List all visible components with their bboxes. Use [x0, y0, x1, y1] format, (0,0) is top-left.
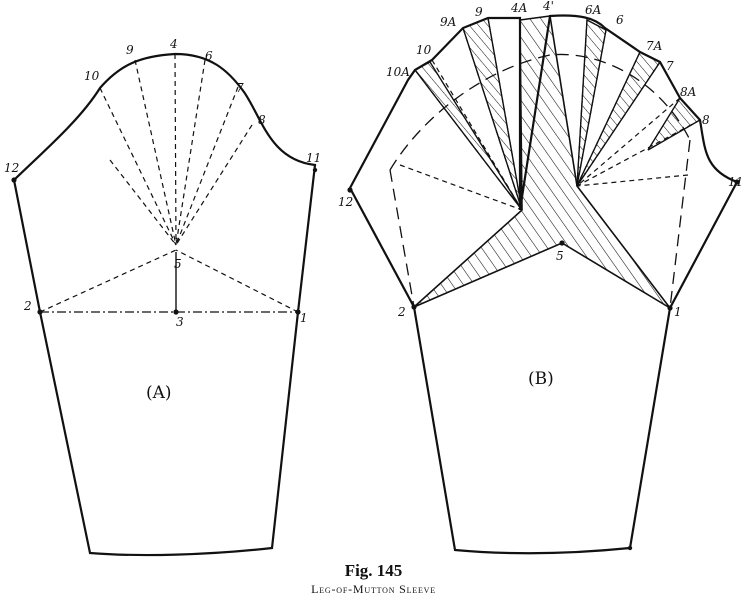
pattern-b-label-8: 8	[702, 113, 710, 127]
pattern-b-label-6a: 6A	[585, 3, 602, 17]
pattern-a-label-6: 6	[205, 49, 213, 63]
pattern-a-label-2: 2	[23, 299, 32, 313]
pattern-a-ray-8	[175, 124, 253, 246]
pattern-b-ray-r7	[576, 174, 689, 187]
pattern-a-label-11: 11	[306, 151, 321, 165]
pattern-b-label-4a: 4A	[510, 1, 528, 15]
pattern-b-dash-left	[389, 169, 415, 308]
pattern-b-dash-right	[669, 139, 691, 309]
pattern-b-caption: (B)	[528, 369, 554, 389]
pattern-b-label-10a: 10A	[386, 65, 410, 79]
pattern-b-ray-l2	[431, 59, 523, 211]
pattern-b-ray-l1	[414, 69, 523, 211]
pattern-a-label-8: 8	[258, 113, 266, 127]
pattern-b-ray-r4	[576, 61, 661, 187]
pattern-a-outline	[12, 52, 317, 557]
pattern-a-label-7: 7	[236, 81, 244, 95]
pattern-b-ray-l5	[399, 164, 523, 211]
sleeve-pattern-diagram: 12 10 9 4 6 7 8 11 5 2 3 1 (A)	[4, 0, 743, 557]
pattern-a-ray-10	[99, 87, 177, 246]
pattern-a-label-12: 12	[4, 161, 19, 175]
figure-title: Leg-of-Mutton Sleeve	[311, 582, 436, 596]
pattern-a-ray-7	[175, 86, 239, 246]
pattern-b-label-5: 5	[556, 249, 564, 263]
pattern-a-label-5: 5	[174, 257, 182, 271]
pattern-a-line-1-5	[175, 249, 299, 313]
pattern-b-ray-r3	[576, 51, 641, 187]
pattern-b-ray-l3	[462, 27, 523, 211]
pattern-b: 9A 9 4A 4' 6A 6 7A 7 8A 8 10 10A 12 11 5…	[338, 0, 743, 555]
pattern-a: 12 10 9 4 6 7 8 11 5 2 3 1 (A)	[4, 37, 321, 557]
pattern-b-outline	[348, 14, 739, 555]
pattern-b-label-4p: 4'	[542, 0, 554, 13]
pattern-b-label-8a: 8A	[680, 85, 697, 99]
pattern-a-label-10: 10	[84, 69, 100, 83]
pattern-b-ray-l4	[487, 17, 523, 211]
pattern-a-ray-6	[175, 59, 206, 246]
pattern-b-wedge-8a	[647, 96, 702, 151]
pattern-a-caption: (A)	[146, 383, 172, 403]
pattern-a-ray-4	[174, 53, 177, 246]
pattern-b-label-7: 7	[666, 59, 674, 73]
pattern-b-ray-r1	[576, 19, 588, 187]
pattern-b-label-11: 11	[728, 175, 743, 189]
pattern-a-label-3: 3	[176, 315, 184, 329]
pattern-b-label-2: 2	[397, 305, 406, 319]
pattern-b-ray-r5	[576, 97, 681, 187]
figure-number: Fig. 145	[344, 561, 403, 580]
pattern-b-label-9a: 9A	[440, 15, 457, 29]
pattern-a-line-2-5	[39, 249, 177, 313]
pattern-b-original-cap	[389, 53, 691, 171]
pattern-a-label-1: 1	[300, 311, 308, 325]
pattern-b-center-gusset	[413, 15, 671, 309]
pattern-a-ray-9	[134, 59, 177, 246]
pattern-b-label-1: 1	[674, 305, 682, 319]
pattern-b-label-7a: 7A	[646, 39, 663, 53]
pattern-b-label-9: 9	[475, 5, 483, 19]
pattern-b-label-10: 10	[416, 43, 432, 57]
pattern-a-label-4: 4	[169, 37, 178, 51]
pattern-a-label-9: 9	[126, 43, 134, 57]
pattern-b-label-6: 6	[616, 13, 624, 27]
pattern-b-label-12: 12	[338, 195, 353, 209]
